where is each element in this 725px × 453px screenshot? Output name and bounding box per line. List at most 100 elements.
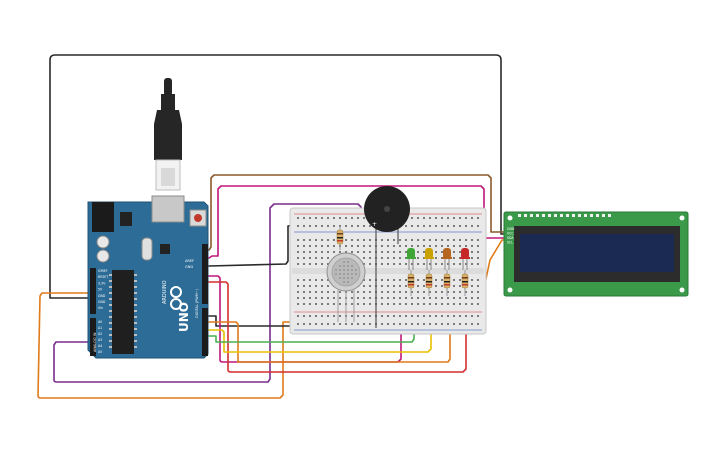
bb-hole	[381, 297, 383, 299]
bb-hole	[405, 239, 407, 241]
bb-hole	[327, 257, 329, 259]
center-channel	[292, 268, 484, 274]
bb-hole	[297, 279, 299, 281]
reset-button-cap[interactable]	[194, 214, 202, 222]
bb-hole	[297, 315, 299, 317]
bb-hole	[303, 217, 305, 219]
bb-hole	[411, 315, 413, 317]
bb-hole	[297, 285, 299, 287]
bb-hole	[441, 225, 443, 227]
mesh-dot	[351, 273, 353, 275]
green-led[interactable]	[406, 248, 416, 270]
small-chip	[160, 244, 170, 254]
bb-hole	[477, 225, 479, 227]
bb-hole	[471, 263, 473, 265]
bb-hole	[417, 263, 419, 265]
gas-sensor[interactable]	[326, 252, 366, 322]
bb-hole	[315, 225, 317, 227]
bb-hole	[417, 303, 419, 305]
bb-hole	[423, 303, 425, 305]
bb-hole	[381, 245, 383, 247]
bb-hole	[417, 297, 419, 299]
bb-hole	[453, 245, 455, 247]
lcd-pin-label: GND	[507, 227, 515, 231]
wire-black-gnd-bb[interactable]	[208, 223, 301, 267]
bb-hole	[453, 239, 455, 241]
ic-pin	[109, 280, 112, 282]
resistor-sensor[interactable]	[336, 226, 344, 250]
ic-pin	[134, 334, 137, 336]
lcd-header-pin	[554, 214, 557, 217]
orange-led[interactable]	[442, 248, 452, 270]
mesh-dot	[343, 281, 345, 283]
yellow-led[interactable]	[424, 248, 434, 270]
ic-pin	[134, 316, 137, 318]
voltage-regulator	[120, 212, 132, 226]
bb-hole	[393, 315, 395, 317]
bb-hole	[327, 263, 329, 265]
wire-black-gnd-lcd[interactable]	[49, 54, 507, 299]
bb-hole	[369, 297, 371, 299]
bb-hole	[321, 285, 323, 287]
bb-hole	[369, 225, 371, 227]
bb-hole	[387, 303, 389, 305]
orange-led-resistor[interactable]	[443, 270, 451, 296]
bb-hole	[423, 279, 425, 281]
bb-hole	[435, 297, 437, 299]
bb-hole	[321, 239, 323, 241]
bb-hole	[315, 297, 317, 299]
bb-hole	[429, 217, 431, 219]
bb-hole	[363, 239, 365, 241]
mesh-dot	[339, 269, 341, 271]
ic-pin	[109, 298, 112, 300]
bb-hole	[363, 257, 365, 259]
bb-hole	[345, 239, 347, 241]
green-led-resistor[interactable]	[407, 270, 415, 296]
yellow-led-resistor[interactable]	[425, 270, 433, 296]
piezo-buzzer[interactable]: +	[364, 186, 410, 328]
bb-hole	[429, 225, 431, 227]
bb-hole	[351, 251, 353, 253]
arduino-uno-board[interactable]: ARDUINO UNO DIGITAL (PWM~) ANALOG IN ARE…	[87, 195, 209, 359]
bb-hole	[309, 217, 311, 219]
bb-hole	[393, 263, 395, 265]
bb-hole	[441, 323, 443, 325]
wire-orange-led[interactable]	[208, 261, 451, 363]
bb-hole	[327, 291, 329, 293]
bb-hole	[381, 257, 383, 259]
bb-hole	[381, 315, 383, 317]
bb-hole	[459, 239, 461, 241]
mesh-dot	[343, 265, 345, 267]
bb-hole	[369, 323, 371, 325]
bb-hole	[441, 217, 443, 219]
mesh-dot	[351, 269, 353, 271]
wire-purple-a0[interactable]	[53, 203, 362, 383]
mesh-dot	[351, 277, 353, 279]
bb-hole	[333, 225, 335, 227]
bb-hole	[297, 245, 299, 247]
bb-hole	[315, 245, 317, 247]
lcd-mount-hole-bl	[507, 287, 513, 293]
bb-hole	[411, 297, 413, 299]
ic-pin	[109, 286, 112, 288]
wire-orange-5v[interactable]	[37, 292, 301, 399]
bb-hole	[321, 217, 323, 219]
bb-hole	[333, 245, 335, 247]
bb-hole	[303, 257, 305, 259]
bb-hole	[369, 291, 371, 293]
ic-pin	[134, 304, 137, 306]
lcd-header-pin	[584, 214, 587, 217]
power-jack	[92, 202, 114, 232]
red-led-resistor[interactable]	[461, 270, 469, 296]
red-led[interactable]	[460, 248, 470, 270]
bb-hole	[423, 291, 425, 293]
bb-hole	[387, 251, 389, 253]
bb-hole	[447, 315, 449, 317]
wire-brown-lcd[interactable]	[208, 174, 507, 251]
bb-hole	[477, 285, 479, 287]
mesh-dot	[339, 277, 341, 279]
lcd-header-pin	[524, 214, 527, 217]
bb-hole	[393, 257, 395, 259]
wire-yellow-led[interactable]	[208, 261, 432, 353]
